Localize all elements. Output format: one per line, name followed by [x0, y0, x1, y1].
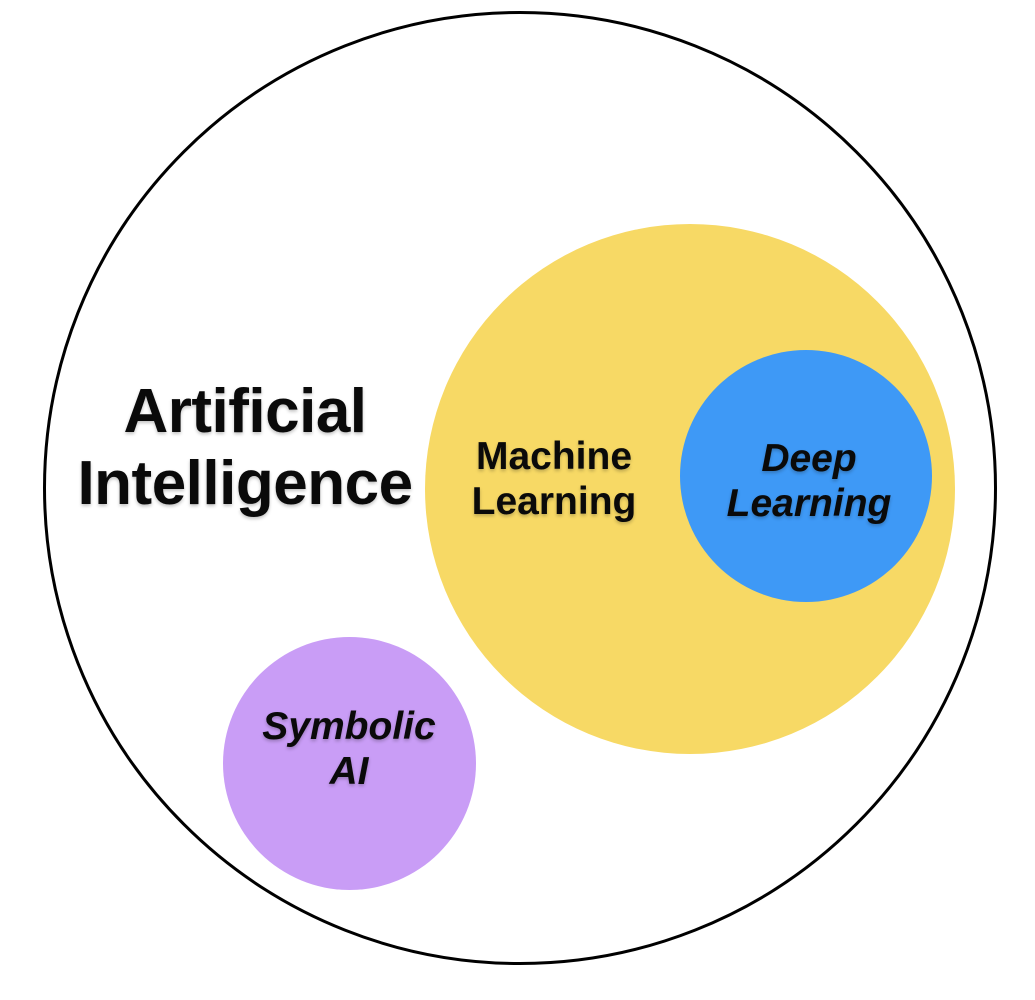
label-artificial-intelligence-line1: Artificial [123, 377, 367, 447]
label-machine-learning-line2: Learning [471, 480, 637, 523]
circle-symbolic-ai [223, 637, 476, 890]
label-symbolic-ai-line2: AI [329, 750, 369, 793]
circle-deep-learning [680, 350, 932, 602]
label-deep-learning: Deep Learning [727, 436, 892, 526]
label-deep-learning-line1: Deep [761, 436, 857, 480]
label-artificial-intelligence-line2: Intelligence [77, 449, 413, 518]
label-machine-learning: Machine Learning [472, 434, 637, 524]
label-artificial-intelligence: Artificial Intelligence [77, 376, 413, 520]
label-deep-learning-line2: Learning [726, 482, 892, 525]
label-machine-learning-line1: Machine [475, 434, 633, 478]
label-symbolic-ai: Symbolic AI [262, 704, 435, 794]
label-symbolic-ai-line1: Symbolic [262, 704, 436, 748]
